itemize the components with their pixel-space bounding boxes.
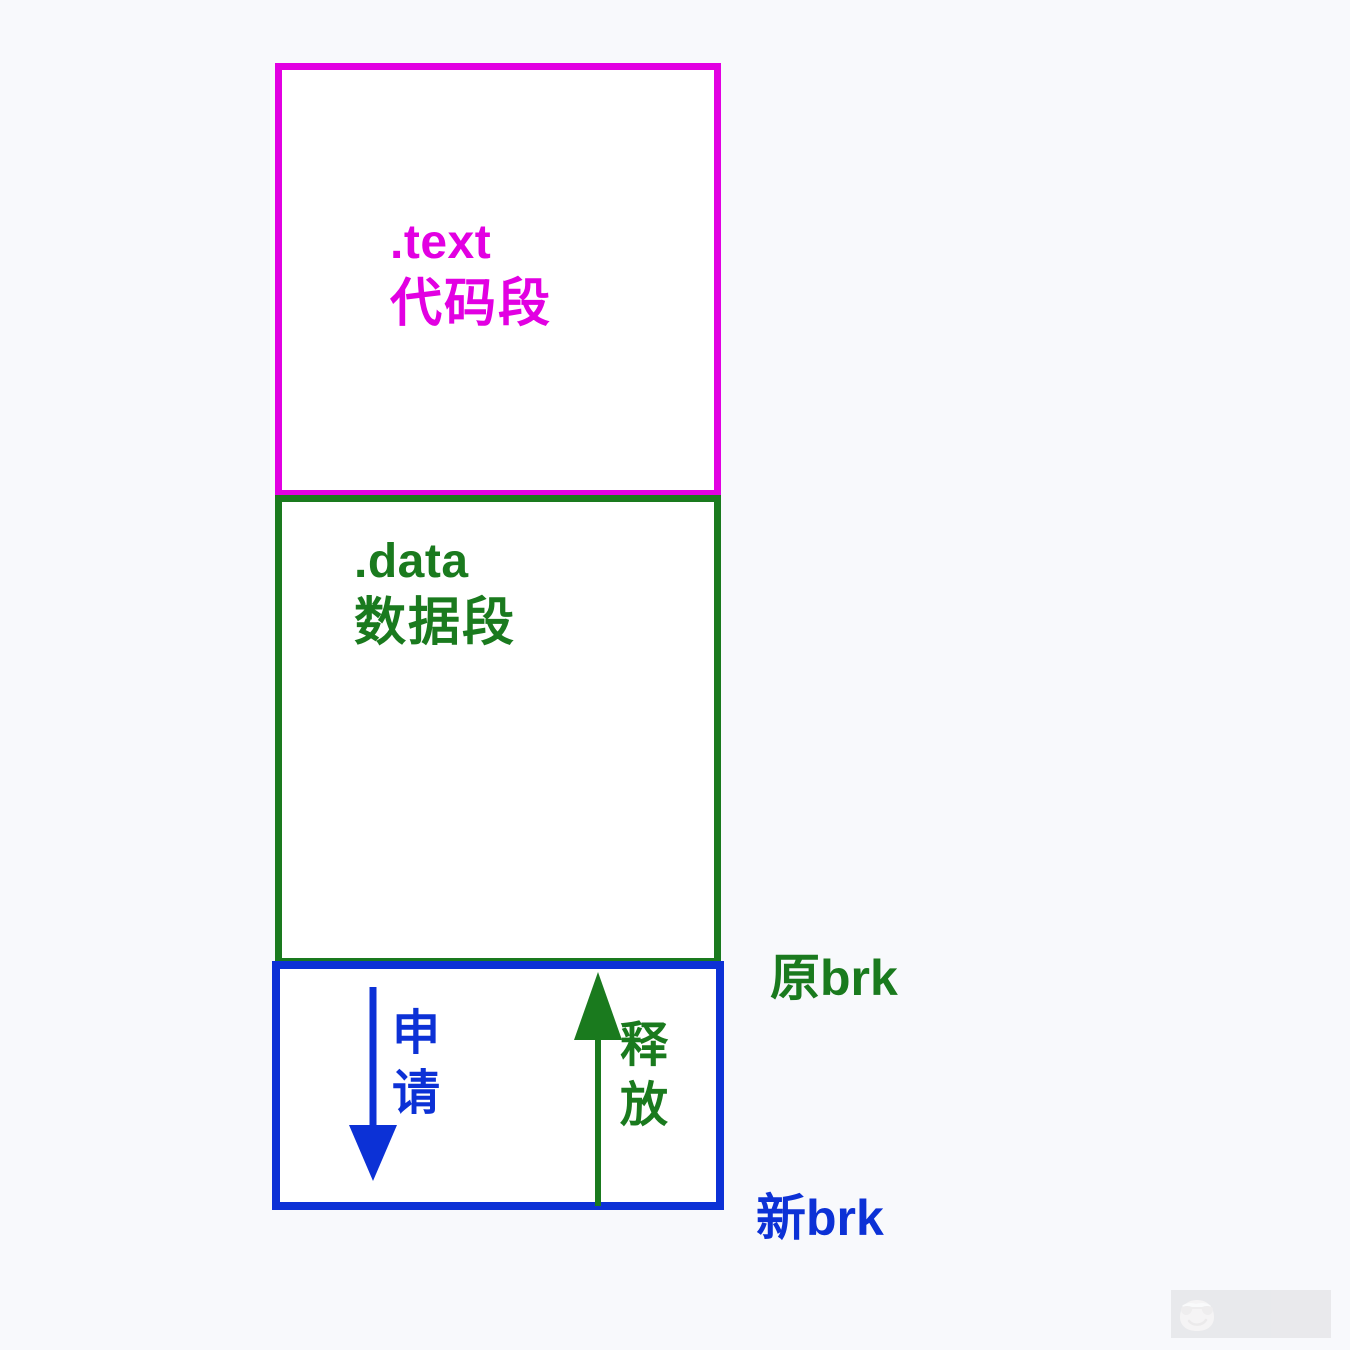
new-brk-marker: 新brk [756,1190,884,1246]
watermark [1171,1290,1331,1338]
release-up-arrow-icon [574,972,622,1206]
data-segment-latin-label: .data [354,535,469,588]
text-segment-latin-label: .text [390,216,492,269]
allocate-down-arrow-icon [349,987,397,1181]
allocate-arrow-caption: 申 请 [392,1004,441,1124]
data-segment-cjk-label: 数据段 [354,593,517,652]
text-segment-label: .text 代码段 [390,214,552,336]
release-caption-line-2: 放 [620,1079,670,1132]
text-segment-box [275,63,721,497]
text-segment-cjk-label: 代码段 [390,274,553,333]
original-brk-marker: 原brk [770,950,898,1006]
release-caption-line-1: 释 [620,1019,670,1072]
data-segment-label: .data 数据段 [354,533,516,655]
release-arrow-caption: 释 放 [620,1016,669,1136]
data-segment-box [275,495,721,965]
heap-segment-box [272,961,724,1210]
sunglasses-face-icon [1180,1300,1214,1331]
allocate-caption-line-1: 申 [392,1007,442,1060]
allocate-caption-line-2: 请 [392,1067,442,1120]
